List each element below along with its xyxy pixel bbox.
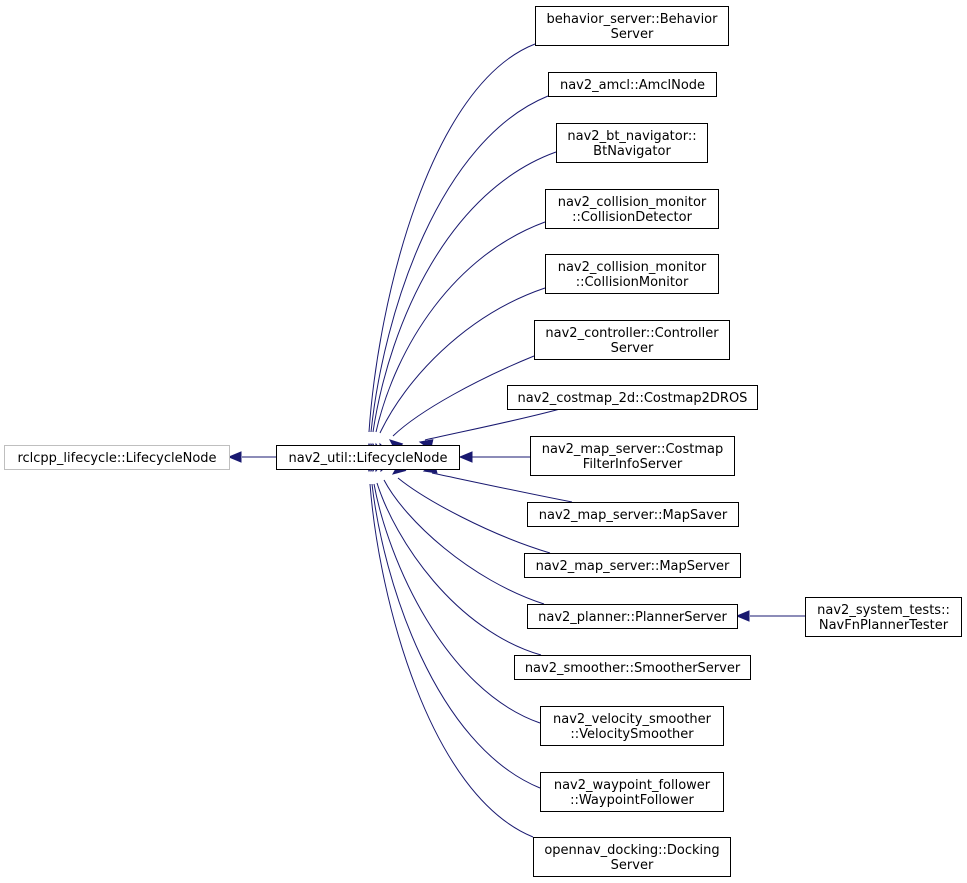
inheritance-edge (391, 461, 551, 554)
class-nodes: rclcpp_lifecycle::LifecycleNode nav2_util… (4, 6, 962, 877)
class-box (533, 837, 731, 877)
edge-line (431, 472, 573, 503)
class-name-line: nav2_controller::Controller (545, 326, 719, 341)
class-box (545, 189, 719, 229)
class-node-map-server[interactable]: nav2_map_server::MapServer (524, 553, 741, 578)
class-name-line: nav2_bt_navigator:: (567, 129, 696, 144)
class-box (540, 772, 724, 812)
class-node-rclcpp-lifecycle[interactable]: rclcpp_lifecycle::LifecycleNode (4, 445, 230, 470)
class-node-velocity-smoother[interactable]: nav2_velocity_smoother::VelocitySmoother (540, 706, 724, 746)
class-box (524, 553, 741, 578)
class-name-line: ::CollisionDetector (572, 210, 693, 225)
class-box (514, 655, 751, 680)
class-name-line: nav2_collision_monitor (558, 260, 707, 275)
class-node-nav2-bt-navigator[interactable]: nav2_bt_navigator::BtNavigator (556, 123, 708, 163)
class-node-nav2-amcl[interactable]: nav2_amcl::AmclNode (548, 72, 717, 97)
class-name-line: nav2_collision_monitor (558, 195, 707, 210)
class-name-line: nav2_amcl::AmclNode (560, 78, 705, 93)
inheritance-edge (735, 610, 805, 622)
class-name-line: Server (611, 341, 654, 356)
edge-line (397, 477, 551, 554)
class-node-smoother-server[interactable]: nav2_smoother::SmootherServer (514, 655, 751, 680)
edge-line (372, 151, 557, 433)
class-name-line: nav2_velocity_smoother (553, 712, 712, 727)
edge-line (376, 482, 542, 656)
class-name-line: nav2_map_server::MapServer (536, 559, 730, 574)
edge-line (369, 483, 534, 838)
edge-line (424, 408, 561, 441)
inheritance-edge (366, 458, 541, 789)
class-name-line: behavior_server::Behavior (547, 12, 719, 27)
class-name-line: nav2_costmap_2d::Costmap2DROS (518, 391, 748, 406)
inheritance-edge (363, 458, 534, 838)
class-name-line: opennav_docking::Docking (544, 843, 719, 858)
class-name-line: ::WaypointFollower (570, 793, 694, 808)
class-name-line: NavFnPlannerTester (819, 618, 949, 633)
arrowhead-icon (458, 451, 473, 463)
class-box (535, 6, 729, 46)
class-name-line: ::VelocitySmoother (570, 727, 694, 742)
class-name-line: Server (611, 27, 654, 42)
class-name-line: FilterInfoServer (583, 457, 683, 472)
edge-line (392, 355, 535, 437)
class-node-collision-detector[interactable]: nav2_collision_monitor::CollisionDetecto… (545, 189, 719, 229)
class-node-costmap2dros[interactable]: nav2_costmap_2d::Costmap2DROS (507, 385, 758, 410)
class-name-line: Server (611, 858, 654, 873)
edge-line (375, 221, 546, 433)
class-name-line: nav2_map_server::MapSaver (539, 508, 728, 523)
edge-line (371, 483, 541, 789)
class-name-line: rclcpp_lifecycle::LifecycleNode (17, 451, 216, 466)
class-name-line: nav2_map_server::Costmap (542, 442, 724, 457)
class-name-line: nav2_system_tests:: (817, 603, 950, 618)
class-box (4, 445, 230, 470)
class-box (540, 706, 724, 746)
class-name-line: nav2_planner::PlannerServer (538, 610, 727, 625)
class-box (276, 445, 460, 470)
class-box (805, 597, 962, 637)
class-box (556, 123, 708, 163)
class-node-navfn-planner-tester[interactable]: nav2_system_tests::NavFnPlannerTester (805, 597, 962, 637)
inheritance-edge (227, 451, 276, 463)
edge-line (379, 287, 546, 434)
class-node-planner-server[interactable]: nav2_planner::PlannerServer (527, 604, 738, 629)
class-box (527, 502, 739, 527)
class-box (530, 436, 735, 476)
class-box (534, 320, 730, 360)
class-name-line: BtNavigator (593, 144, 671, 159)
class-name-line: nav2_smoother::SmootherServer (525, 661, 741, 676)
edge-line (370, 95, 549, 433)
class-name-line: nav2_waypoint_follower (554, 778, 711, 793)
inheritance-edge (373, 221, 546, 458)
class-box (527, 604, 738, 629)
class-box (545, 254, 719, 294)
arrowhead-icon (735, 610, 750, 622)
class-node-collision-monitor[interactable]: nav2_collision_monitor::CollisionMonitor (545, 254, 719, 294)
class-node-waypoint-follower[interactable]: nav2_waypoint_follower::WaypointFollower (540, 772, 724, 812)
class-name-line: ::CollisionMonitor (576, 275, 689, 290)
class-box (548, 72, 717, 97)
edge-line (368, 43, 536, 433)
inheritance-edge (373, 457, 542, 656)
edge-line (383, 479, 545, 605)
class-node-nav2-util-lifecycle[interactable]: nav2_util::LifecycleNode (276, 445, 460, 470)
class-name-line: nav2_util::LifecycleNode (289, 451, 448, 466)
class-node-map-saver[interactable]: nav2_map_server::MapSaver (527, 502, 739, 527)
edge-line (373, 483, 541, 724)
class-box (507, 385, 758, 410)
arrowhead-icon (227, 451, 242, 463)
inheritance-edge (458, 451, 530, 463)
